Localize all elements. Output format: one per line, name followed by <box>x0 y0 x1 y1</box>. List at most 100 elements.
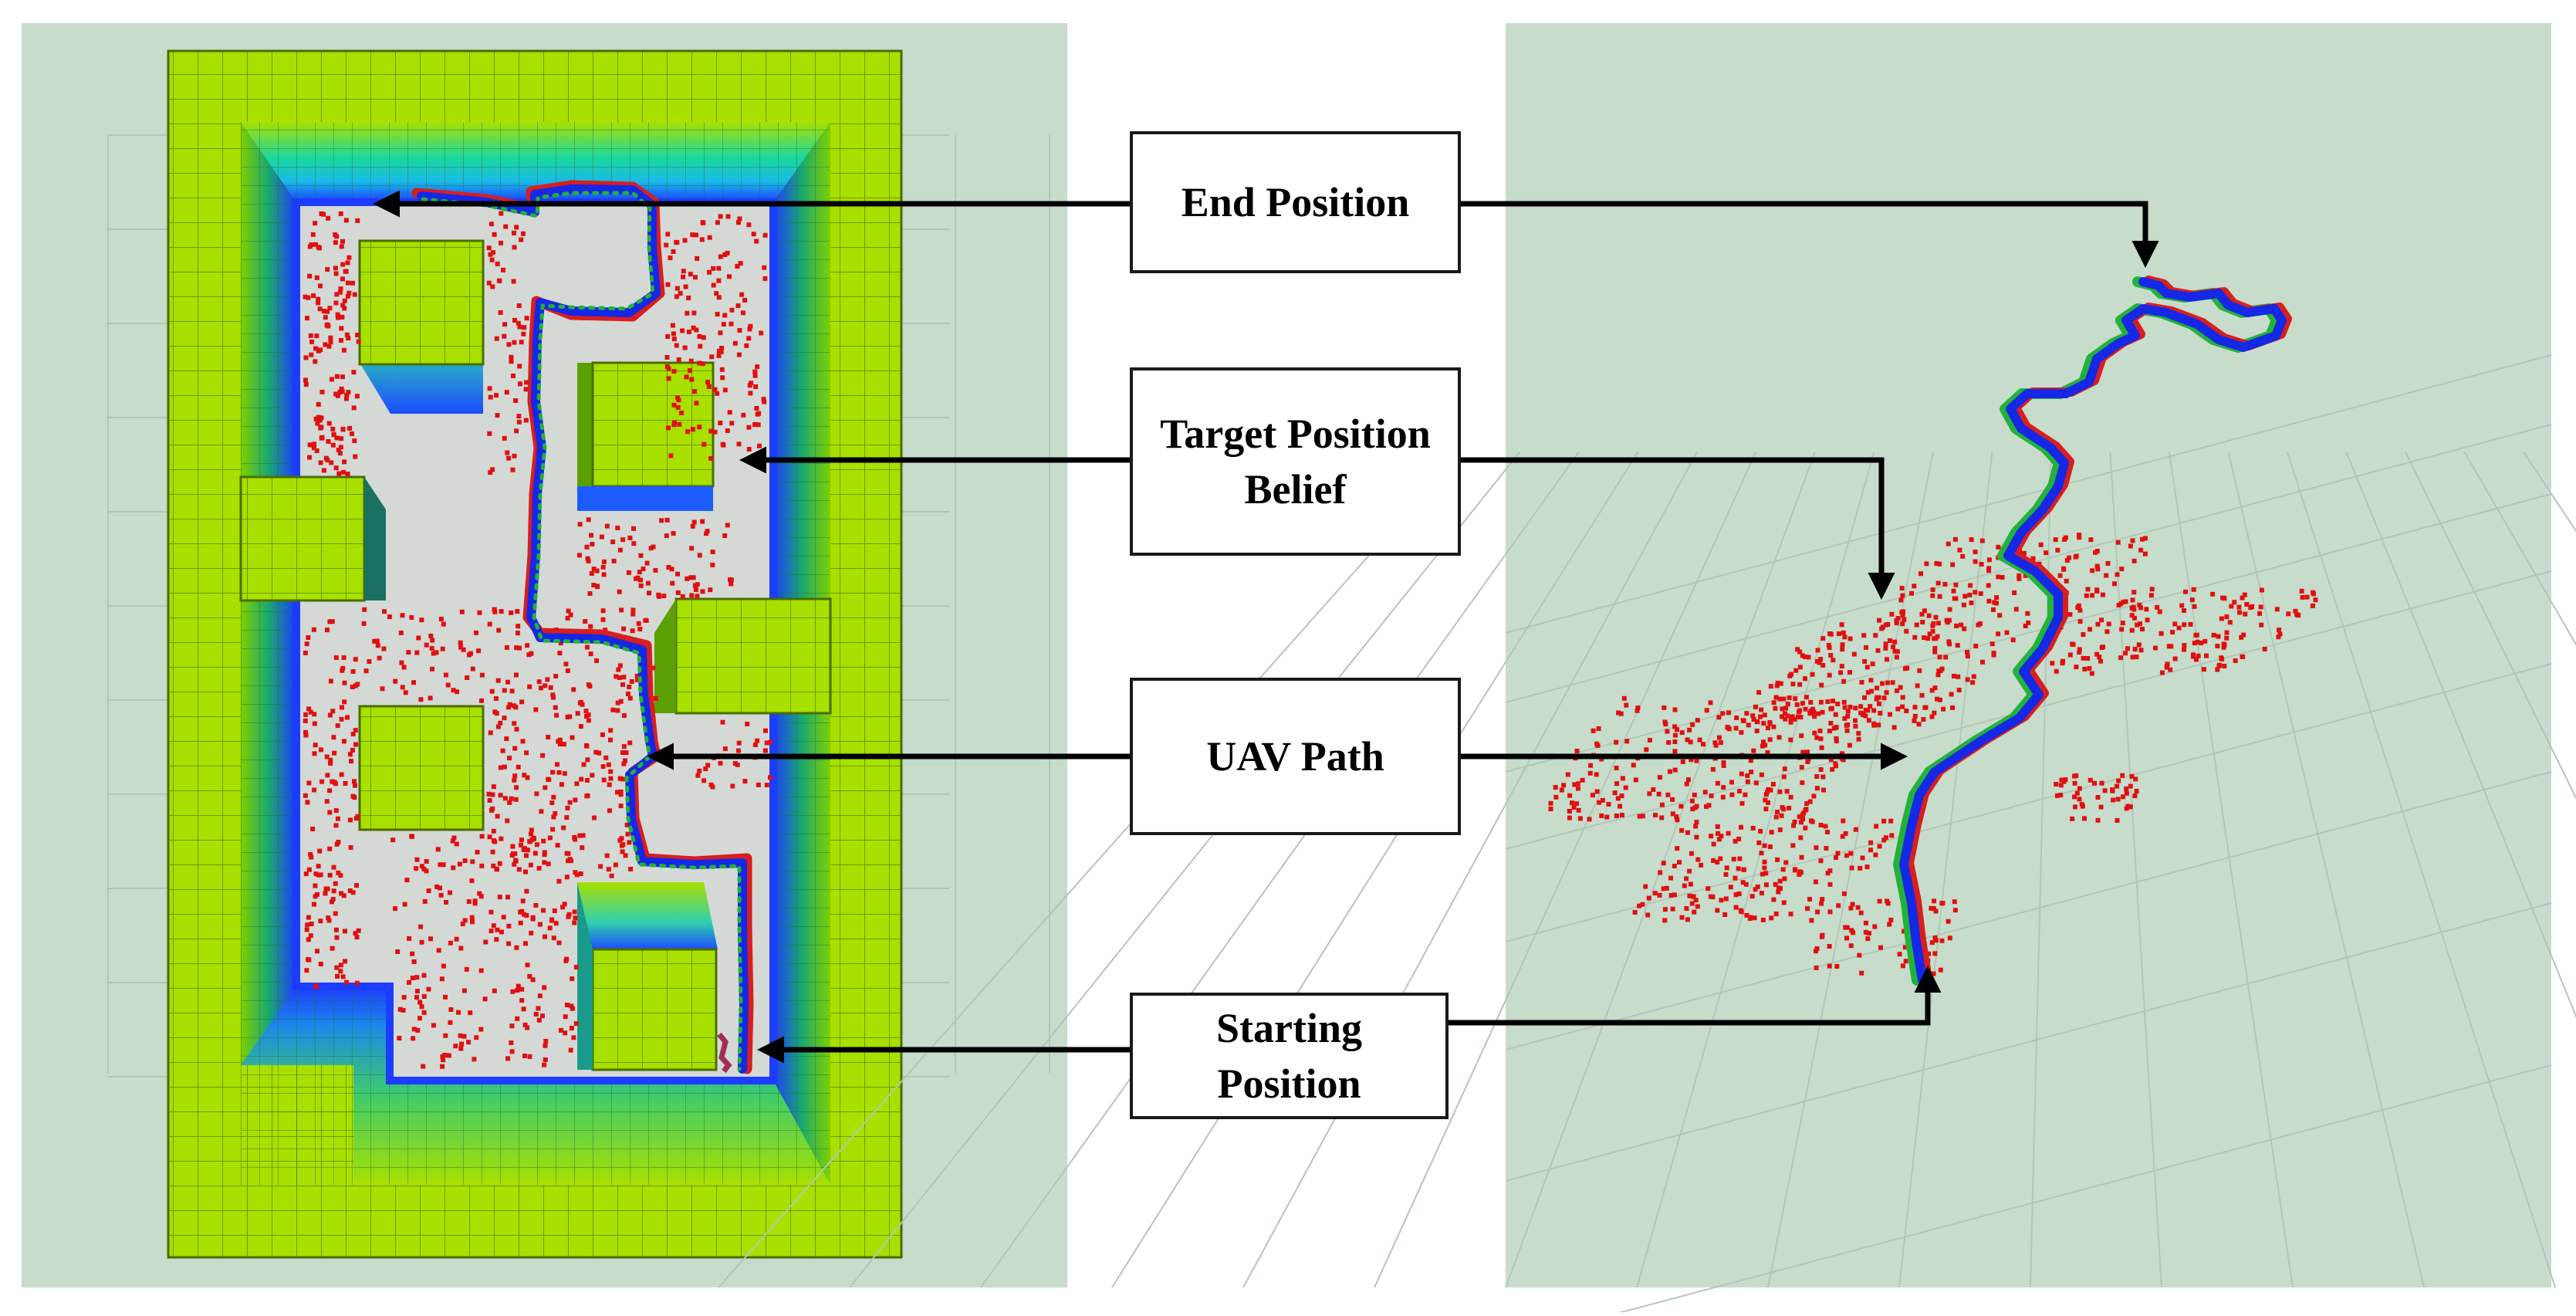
belief-particle <box>1997 613 2003 618</box>
grid-line <box>2463 452 2576 646</box>
belief-particle <box>333 911 338 916</box>
belief-particle <box>1751 748 1756 753</box>
belief-particle <box>330 779 335 784</box>
belief-particle <box>395 949 401 954</box>
belief-particle <box>1917 668 1922 673</box>
belief-particle <box>1761 721 1766 726</box>
belief-particle <box>574 872 580 878</box>
belief-particle <box>516 624 521 629</box>
belief-particle <box>312 902 316 907</box>
belief-particle <box>637 570 642 575</box>
belief-particle <box>2115 797 2121 802</box>
belief-particle <box>1932 951 1938 956</box>
belief-particle <box>522 912 526 917</box>
belief-particle <box>334 935 340 940</box>
top-view-uav-path <box>411 180 754 1074</box>
label-uav-path-text: UAV Path <box>1206 733 1384 780</box>
belief-particle <box>1693 898 1699 903</box>
belief-particle <box>617 776 623 781</box>
belief-particle <box>1844 722 1849 728</box>
belief-particle <box>1980 659 1985 665</box>
belief-particle <box>1831 699 1835 704</box>
belief-particle <box>2124 790 2129 796</box>
belief-particle <box>1773 695 1779 700</box>
belief-particle <box>313 359 318 364</box>
belief-particle <box>711 282 716 288</box>
belief-particle <box>666 565 671 570</box>
belief-particle <box>466 899 472 905</box>
belief-particle <box>1768 844 1773 849</box>
belief-particle <box>1594 772 1599 777</box>
belief-particle <box>1967 592 1973 597</box>
belief-particle <box>1769 915 1774 921</box>
belief-particle <box>1941 706 1946 712</box>
belief-particle <box>414 989 420 994</box>
belief-particle <box>1722 912 1728 917</box>
belief-particle <box>509 610 514 615</box>
belief-particle <box>333 927 339 932</box>
belief-particle <box>503 224 509 229</box>
belief-particle <box>2195 639 2200 644</box>
belief-particle <box>677 421 682 427</box>
belief-particle <box>542 850 547 855</box>
belief-particle <box>1939 938 1945 943</box>
belief-particle <box>333 391 339 397</box>
belief-particle <box>1685 777 1691 783</box>
belief-particle <box>567 857 573 862</box>
belief-particle <box>543 683 548 688</box>
belief-particle <box>514 945 519 950</box>
belief-particle <box>494 937 499 942</box>
belief-particle <box>1783 860 1789 865</box>
belief-particle <box>1679 730 1685 736</box>
belief-particle <box>2085 656 2091 661</box>
belief-particle <box>516 419 522 425</box>
belief-particle <box>487 834 492 840</box>
belief-particle <box>2063 777 2068 783</box>
belief-particle <box>341 655 347 660</box>
belief-particle <box>1672 749 1678 754</box>
belief-particle <box>1788 912 1793 917</box>
belief-particle <box>1623 785 1628 790</box>
grid-line <box>2286 452 2556 1288</box>
belief-particle <box>2137 621 2142 627</box>
belief-particle <box>495 261 500 266</box>
belief-particle <box>1803 676 1807 682</box>
belief-particle <box>736 740 742 746</box>
belief-particle <box>310 232 316 237</box>
belief-particle <box>356 339 361 344</box>
belief-particle <box>1675 817 1680 823</box>
belief-particle <box>718 760 723 766</box>
belief-particle <box>421 866 427 871</box>
belief-particle <box>457 861 462 867</box>
belief-particle <box>328 757 333 763</box>
belief-particle <box>1635 708 1640 713</box>
belief-particle <box>502 322 508 327</box>
belief-particle <box>691 310 697 316</box>
belief-particle <box>1825 871 1831 876</box>
belief-particle <box>306 635 311 640</box>
belief-particle <box>630 628 635 634</box>
belief-particle <box>1615 796 1621 801</box>
belief-particle <box>400 613 405 618</box>
belief-particle <box>387 614 392 620</box>
belief-particle <box>1883 622 1888 628</box>
belief-particle <box>2262 647 2267 651</box>
belief-particle <box>1956 688 1962 693</box>
belief-particle <box>513 398 519 403</box>
belief-particle <box>638 583 644 588</box>
belief-particle <box>2123 651 2128 656</box>
belief-particle <box>2201 667 2206 672</box>
belief-particle <box>507 800 512 805</box>
belief-particle <box>1932 685 1938 691</box>
belief-particle <box>2204 653 2209 658</box>
belief-particle <box>2095 567 2101 572</box>
belief-particle <box>1733 875 1738 881</box>
belief-particle <box>318 283 323 289</box>
belief-particle <box>1798 835 1804 841</box>
belief-particle <box>438 892 444 898</box>
belief-particle <box>401 1007 406 1013</box>
belief-particle <box>1922 635 1927 641</box>
belief-particle <box>1759 707 1764 712</box>
belief-particle <box>1576 807 1581 813</box>
belief-particle <box>1858 865 1863 871</box>
